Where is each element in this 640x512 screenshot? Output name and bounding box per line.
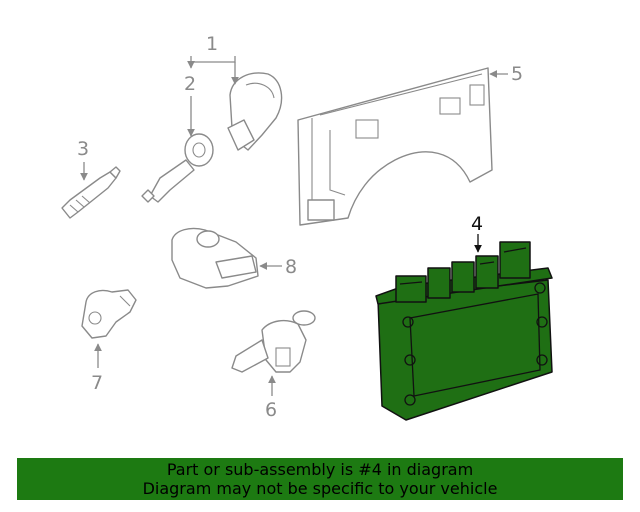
part-1-coil-connector	[227, 72, 283, 151]
callout-7[interactable]: 7	[91, 372, 103, 394]
callout-8[interactable]: 8	[285, 256, 297, 278]
part-8-knock-sensor	[171, 227, 259, 289]
callout-5[interactable]: 5	[511, 63, 523, 85]
banner-line-2: Diagram may not be specific to your vehi…	[142, 479, 498, 498]
callout-4[interactable]: 4	[471, 213, 483, 235]
part-6-crank-sensor	[231, 310, 316, 373]
part-7-cam-sensor	[81, 289, 137, 339]
part-4-ecu[interactable]	[375, 241, 553, 421]
banner-line-1: Part or sub-assembly is #4 in diagram	[166, 460, 474, 479]
part-5-bracket	[297, 67, 493, 226]
parts-diagram: 1 2 3 4 5 6 7 8	[61, 33, 553, 421]
callout-1[interactable]: 1	[206, 33, 218, 55]
callout-2[interactable]: 2	[184, 73, 196, 95]
callout-3[interactable]: 3	[77, 138, 89, 160]
part-2-ignition-coil	[141, 133, 214, 203]
callout-6[interactable]: 6	[265, 399, 277, 421]
leader-1-bracket	[190, 56, 236, 63]
part-3-spark-plug	[61, 166, 121, 219]
notice-banner: Part or sub-assembly is #4 in diagram Di…	[17, 458, 623, 500]
